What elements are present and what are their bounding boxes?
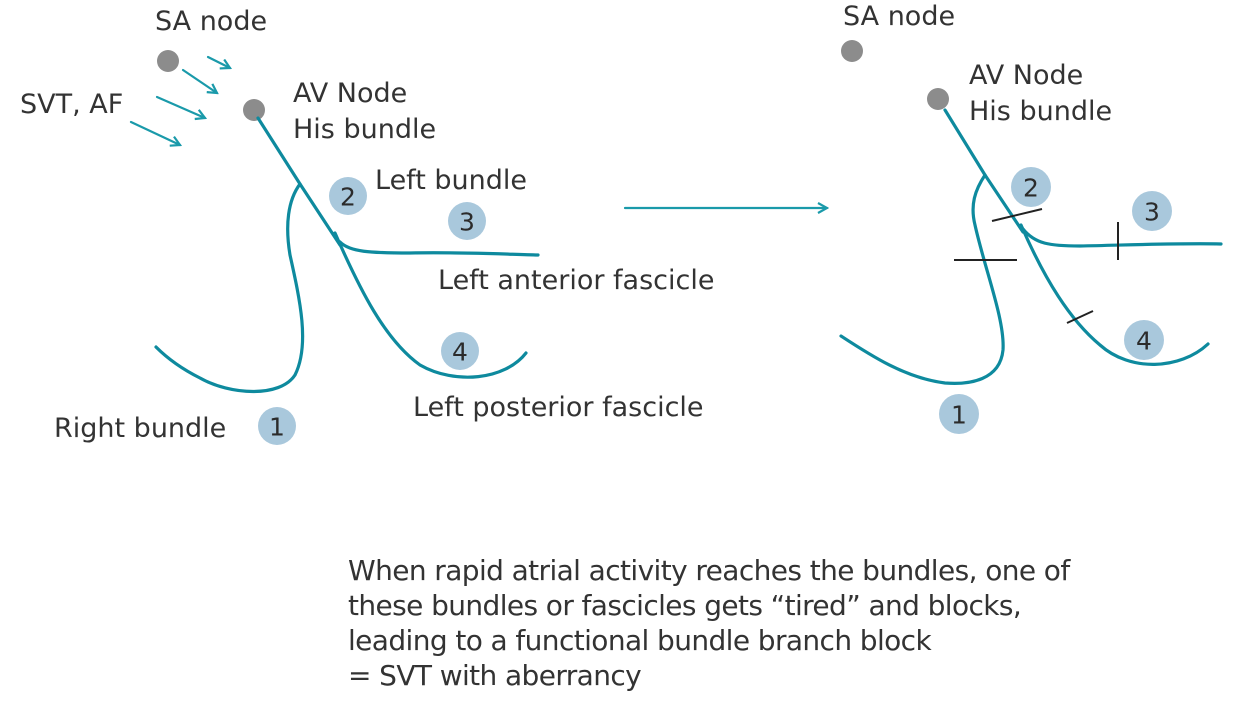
right-panel: SA node AV Node His bundle 2 3 4 1 [839, 1, 1223, 434]
sa-node-right [841, 40, 863, 62]
av-node [243, 99, 265, 121]
his-bundle-path-right [943, 108, 1025, 234]
left-anterior-fascicle-path-right [1021, 227, 1223, 248]
left-posterior-fascicle-label: Left posterior fascicle [413, 392, 704, 423]
badge-3 [448, 202, 486, 240]
right-bundle-path [154, 182, 305, 393]
impulse-arrow-3 [155, 95, 205, 118]
caption-line-3: leading to a functional bundle branch bl… [348, 624, 932, 657]
badge-2-right-number: 2 [1023, 174, 1039, 203]
av-node-label: AV Node [293, 78, 407, 109]
badge-1 [258, 407, 296, 445]
impulse-arrow-1 [206, 55, 230, 68]
left-bundle-label: Left bundle [375, 165, 527, 196]
his-bundle-label-right: His bundle [969, 96, 1112, 127]
badge-4-number: 4 [452, 338, 468, 367]
left-posterior-fascicle-path-right [1019, 223, 1210, 366]
av-node-label-right: AV Node [969, 60, 1083, 91]
badge-2 [329, 177, 367, 215]
badge-2-number: 2 [340, 183, 356, 212]
badge-2-right [1011, 167, 1051, 207]
badge-1-number: 1 [269, 413, 285, 442]
badge-3-number: 3 [459, 208, 475, 237]
sa-node-label: SA node [155, 6, 267, 37]
badge-1-right-number: 1 [951, 401, 967, 430]
badge-3-right-number: 3 [1144, 198, 1160, 227]
sa-node [157, 50, 179, 72]
badge-1-right [939, 394, 979, 434]
caption-line-1: When rapid atrial activity reaches the b… [348, 554, 1070, 587]
right-bundle-path-right [839, 173, 1005, 385]
caption-line-2: these bundles or fascicles gets “tired” … [348, 589, 1022, 622]
caption-line-4: = SVT with aberrancy [348, 659, 642, 692]
his-bundle-label: His bundle [293, 114, 436, 145]
impulse-arrow-4 [129, 120, 180, 145]
av-node-right [927, 88, 949, 110]
caption: When rapid atrial activity reaches the b… [348, 553, 1070, 693]
badge-4-right [1124, 320, 1164, 360]
impulse-arrow-2 [181, 68, 217, 93]
left-anterior-fascicle-label: Left anterior fascicle [438, 265, 714, 296]
left-panel: SA node SVT, AF AV Node His bundle 2 Lef… [20, 6, 714, 445]
left-anterior-fascicle-path [338, 240, 540, 257]
block-mark-left-bundle [991, 208, 1043, 222]
badge-4 [441, 332, 479, 370]
left-posterior-fascicle-path [333, 231, 528, 379]
svt-af-label: SVT, AF [20, 89, 123, 120]
block-mark-posterior-fascicle [1066, 310, 1094, 324]
badge-3-right [1132, 191, 1172, 231]
badge-4-right-number: 4 [1136, 327, 1152, 356]
sa-node-label-right: SA node [843, 1, 955, 32]
right-bundle-label: Right bundle [54, 413, 226, 444]
